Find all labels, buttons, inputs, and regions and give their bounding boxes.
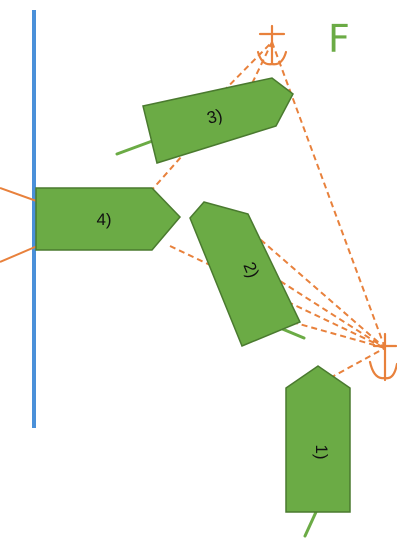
line-boat4-to-boat3 [149,129,206,193]
boat-3: 3) [142,77,294,164]
boat-4-label: 4) [96,210,111,229]
boat-1-label: 1) [312,444,331,459]
anchor-icon [368,332,397,382]
boat-1-hull [285,365,351,513]
tiller-boat2 [278,326,306,340]
boat-3-hull [142,77,294,164]
boat-1: 1) [285,365,351,513]
tillers [115,138,318,538]
line-boat2-to-anchor-right-c [291,321,386,349]
boat-2-label: 2) [239,259,262,280]
boat-3-label: 3) [205,106,224,128]
tiller-boat3 [115,138,157,156]
boat-2: 2) [189,201,302,347]
boat-4: 4) [35,187,182,251]
flag-letter: F [328,17,350,61]
anchor-icon [256,24,288,66]
tiller-boat1 [303,510,318,538]
line-boat2-to-anchor-right-a [237,219,386,349]
boat-4-hull [35,187,182,251]
line-boat1-to-anchor-right [329,347,386,379]
boat-2-hull [189,201,302,347]
